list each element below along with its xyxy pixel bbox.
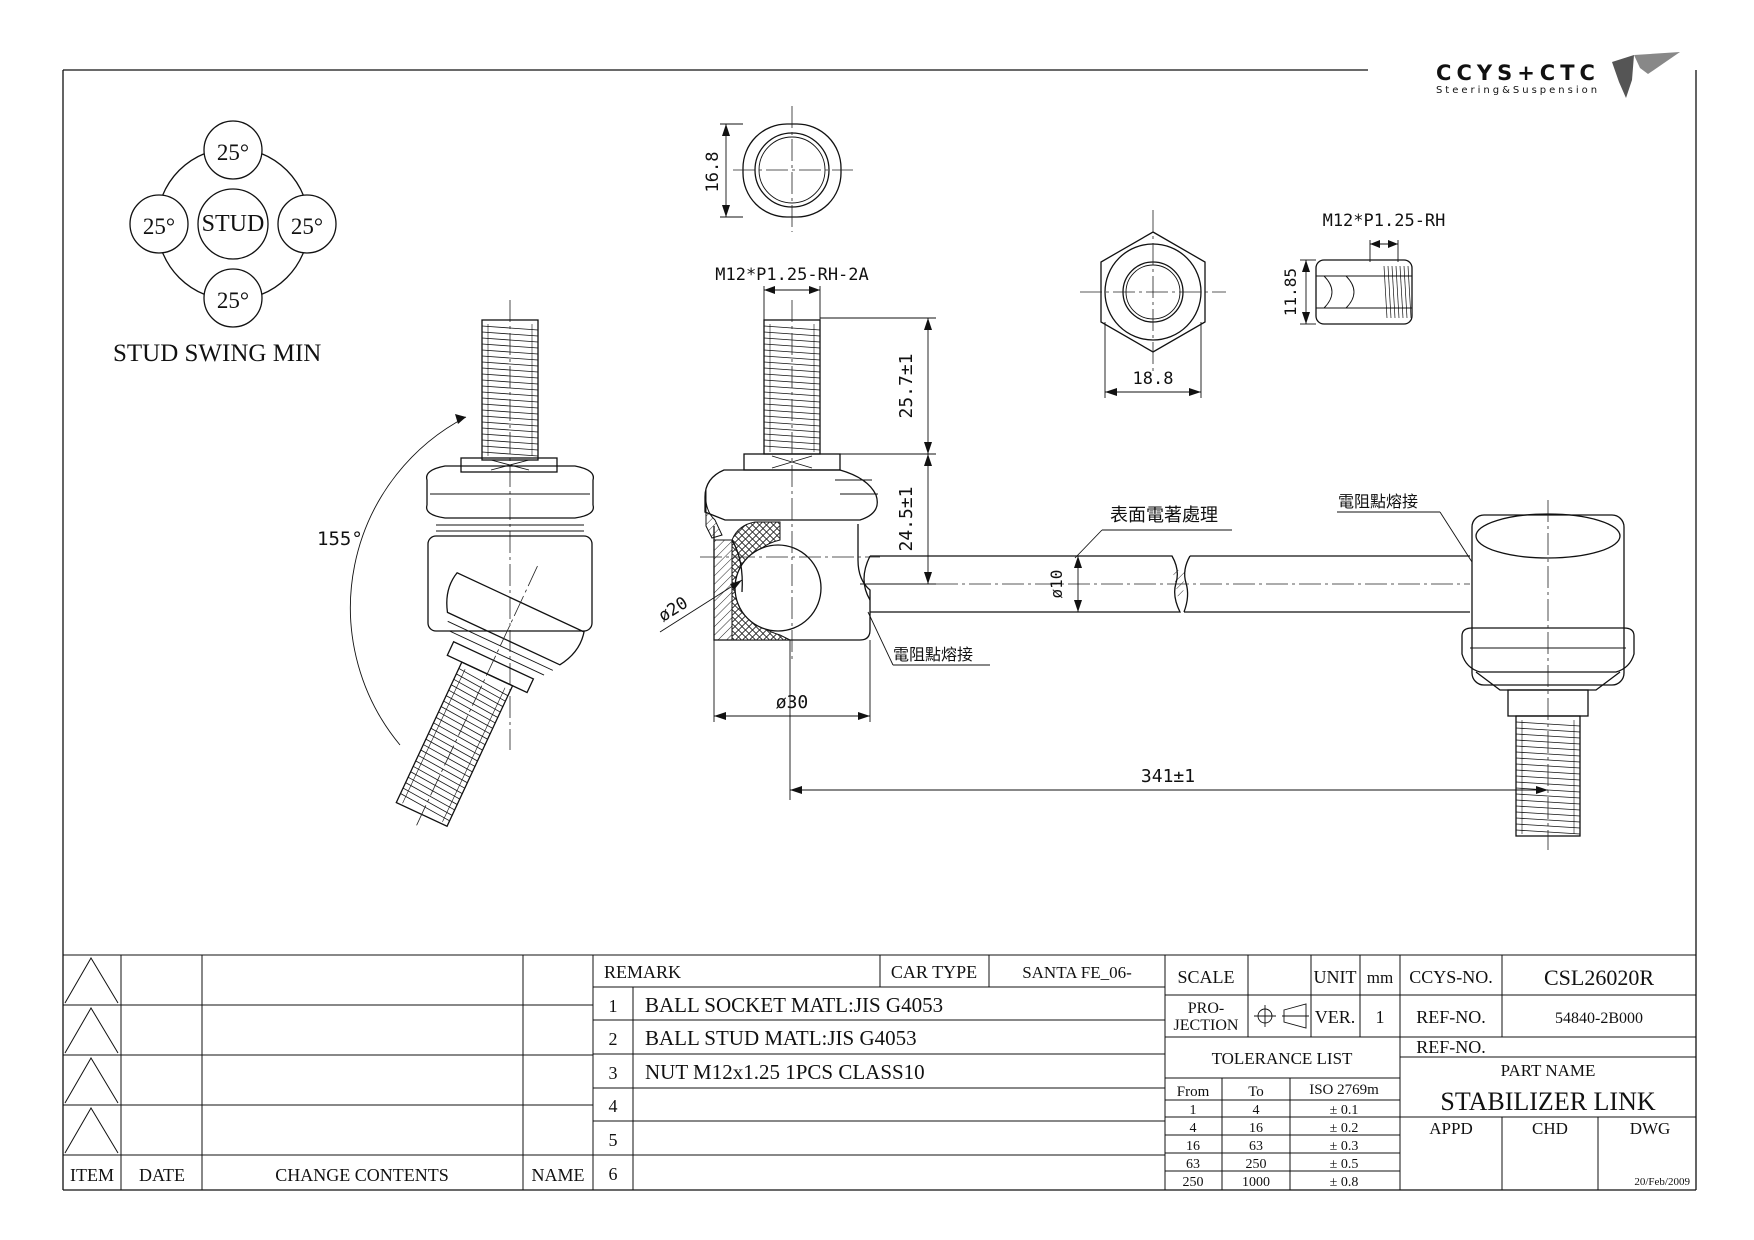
tol-to: 4 <box>1253 1103 1260 1118</box>
swing-center-label: STUD <box>202 211 265 237</box>
title-block: CCYS-NO. CSL26020R REF-NO. 54840-2B000 R… <box>1409 965 1690 1188</box>
swing-top-angle: 25° <box>217 140 249 165</box>
spec-block: SCALE UNIT mm PRO- JECTION VER. 1 TOLERA… <box>1174 967 1394 1190</box>
stud-thread-dim: M12*P1.25-RH-2A <box>715 265 869 285</box>
weld-note-right: 電阻點熔接 <box>1338 492 1418 511</box>
tol-value: ± 0.2 <box>1330 1121 1359 1136</box>
main-section-dims: M12*P1.25-RH-2A 25.7±1 24.5±1 ø20 ø30 ø1… <box>655 265 1548 800</box>
swing-left-angle: 25° <box>143 214 175 239</box>
projection-label: JECTION <box>1174 1017 1239 1034</box>
tol-value: ± 0.1 <box>1330 1103 1359 1118</box>
sheet-border <box>62 69 1697 1191</box>
swing-right-angle: 25° <box>291 214 323 239</box>
remark-no: 2 <box>609 1029 618 1049</box>
tol-value: ± 0.5 <box>1330 1157 1359 1172</box>
unit-value: mm <box>1367 968 1393 987</box>
tol-from: 1 <box>1190 1103 1197 1118</box>
socket-dia-dim: ø30 <box>776 692 809 713</box>
remark-no: 6 <box>609 1164 618 1184</box>
thread-length-dim: 25.7±1 <box>896 353 917 418</box>
remark-no: 4 <box>609 1096 618 1116</box>
ref-no-label: REF-NO. <box>1416 1007 1486 1027</box>
nut-side-view: 11.85 M12*P1.25-RH <box>1281 211 1446 325</box>
appd-label: APPD <box>1429 1119 1472 1138</box>
nut-top-dim: 16.8 <box>703 152 723 193</box>
remark-text: BALL SOCKET MATL:JIS G4053 <box>645 993 943 1017</box>
overall-length-dim: 341±1 <box>1141 766 1195 787</box>
projection-label: PRO- <box>1188 1000 1224 1017</box>
logo-mark-icon <box>1612 52 1680 98</box>
weld-note-left: 電阻點熔接 <box>893 645 973 664</box>
remark-no: 5 <box>609 1130 618 1150</box>
remark-text: BALL STUD MATL:JIS G4053 <box>645 1026 917 1050</box>
stud-swing-diagram: STUD 25° 25° 25° 25° STUD SWING MIN <box>113 120 337 367</box>
neck-length-dim: 24.5±1 <box>896 486 917 551</box>
tol-from: 16 <box>1186 1139 1200 1154</box>
logo-brand: CCYS+CTC <box>1436 61 1600 85</box>
company-logo: CCYS+CTC Steering&Suspension <box>1436 52 1680 98</box>
remark-no: 3 <box>609 1063 618 1083</box>
tol-header-to: To <box>1248 1084 1264 1100</box>
logo-tagline: Steering&Suspension <box>1436 85 1600 96</box>
revision-block: ITEM DATE CHANGE CONTENTS NAME <box>70 1165 585 1185</box>
hex-nut-front-view: 18.8 <box>1080 210 1226 398</box>
rev-header-change: CHANGE CONTENTS <box>275 1165 449 1185</box>
remark-header: REMARK <box>604 962 681 982</box>
car-type-label: CAR TYPE <box>891 962 977 982</box>
tol-header-iso: ISO 2769m <box>1309 1082 1379 1098</box>
swing-caption: STUD SWING MIN <box>113 340 321 367</box>
ccys-no-label: CCYS-NO. <box>1409 967 1493 987</box>
remark-no: 1 <box>609 996 618 1016</box>
tol-to: 63 <box>1249 1139 1263 1154</box>
scale-label: SCALE <box>1177 967 1234 987</box>
main-section-view <box>700 300 1635 850</box>
ref-no2-label: REF-NO. <box>1416 1037 1486 1057</box>
ver-value: 1 <box>1376 1007 1385 1027</box>
nut-height-dim: 11.85 <box>1281 268 1300 316</box>
ref-no-value: 54840-2B000 <box>1555 1010 1643 1027</box>
tol-to: 16 <box>1249 1121 1263 1136</box>
swing-view: 155° <box>317 300 595 830</box>
rod-dia-dim: ø10 <box>1047 570 1066 599</box>
rev-header-item: ITEM <box>70 1165 114 1185</box>
dwg-label: DWG <box>1630 1119 1671 1138</box>
drawing-date: 20/Feb/2009 <box>1634 1176 1690 1188</box>
tol-from: 4 <box>1190 1121 1197 1136</box>
tol-to: 250 <box>1246 1157 1267 1172</box>
rev-header-date: DATE <box>139 1165 185 1185</box>
unit-label: UNIT <box>1314 967 1357 987</box>
title-block-grid <box>63 954 1696 1190</box>
tol-from: 63 <box>1186 1157 1200 1172</box>
rev-header-name: NAME <box>532 1165 585 1185</box>
tol-from: 250 <box>1183 1175 1204 1190</box>
projection-symbol-icon <box>1254 1003 1309 1029</box>
chd-label: CHD <box>1532 1119 1568 1138</box>
nut-top-view: 16.8 <box>703 106 853 232</box>
car-type-value: SANTA FE_06- <box>1022 963 1132 982</box>
nut-thread-dim: M12*P1.25-RH <box>1323 211 1446 231</box>
tol-header-from: From <box>1177 1084 1210 1100</box>
tol-to: 1000 <box>1242 1175 1270 1190</box>
coating-note: 表面電著處理 <box>1110 505 1218 526</box>
ball-dia-dim: ø20 <box>655 593 692 626</box>
remarks-block: REMARK CAR TYPE SANTA FE_06- 1 BALL SOCK… <box>604 962 1132 1184</box>
swing-bottom-angle: 25° <box>217 288 249 313</box>
ccys-no-value: CSL26020R <box>1544 965 1654 990</box>
tolerance-title: TOLERANCE LIST <box>1212 1049 1353 1068</box>
part-name-value: STABILIZER LINK <box>1440 1087 1655 1116</box>
part-name-label: PART NAME <box>1501 1061 1596 1080</box>
remark-text: NUT M12x1.25 1PCS CLASS10 <box>645 1060 925 1084</box>
swing-angle-label: 155° <box>317 528 363 550</box>
nut-width-dim: 18.8 <box>1133 369 1174 389</box>
tol-value: ± 0.3 <box>1330 1139 1359 1154</box>
tol-value: ± 0.8 <box>1330 1175 1359 1190</box>
ver-label: VER. <box>1315 1007 1356 1027</box>
